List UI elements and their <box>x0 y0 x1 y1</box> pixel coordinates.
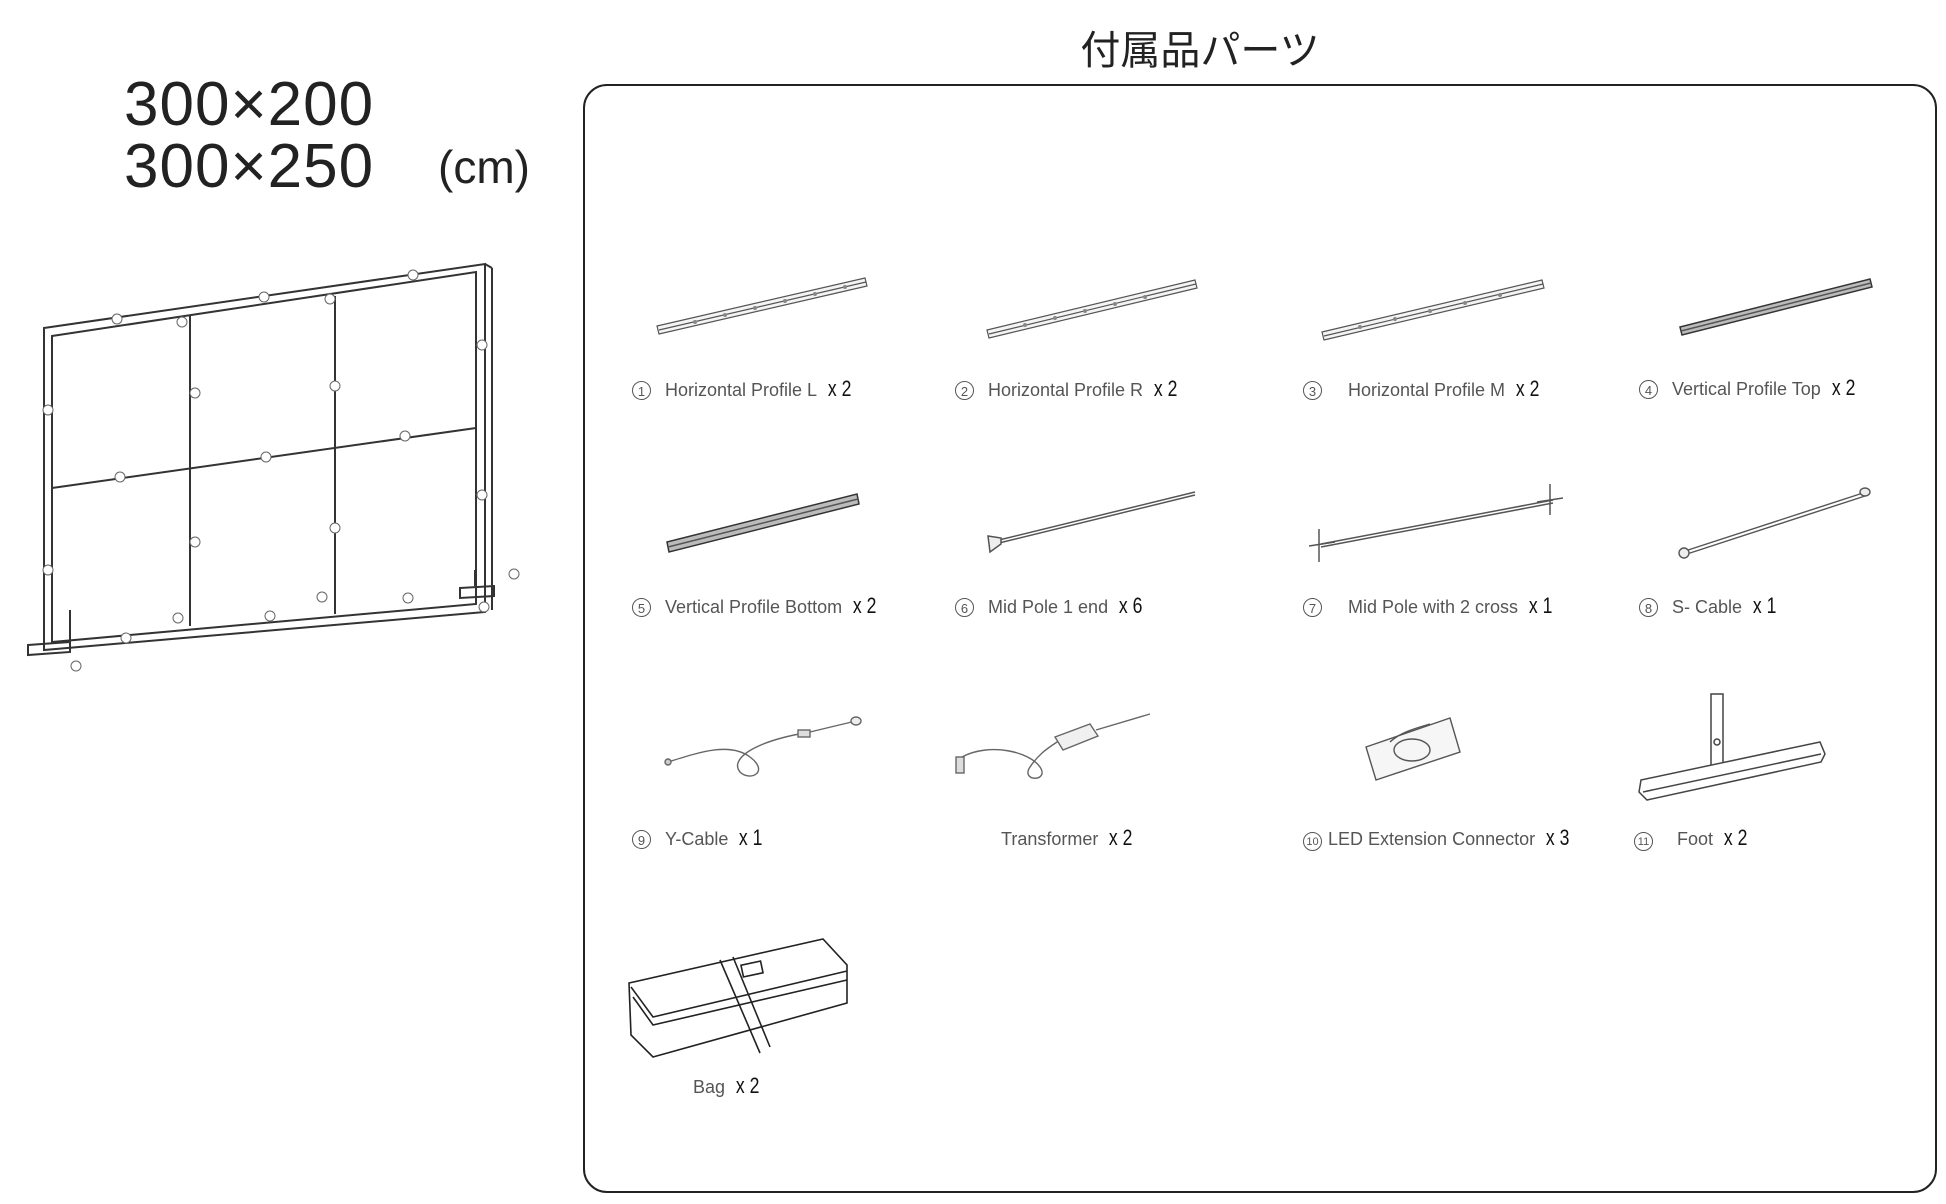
part-name: S- Cable <box>1672 597 1743 617</box>
part-name: Horizontal Profile R <box>988 380 1144 400</box>
horizontal-profile-r-image <box>986 279 1198 339</box>
mid-pole-2-cross-image <box>1308 484 1564 562</box>
part-label-4: 4 Vertical Profile Top x 2 <box>1639 375 1858 401</box>
part-name: Horizontal Profile M <box>1348 380 1506 400</box>
part-label-9: 9 Y-Cable x 1 <box>632 825 766 851</box>
part-label-5: 5 Vertical Profile Bottom x 2 <box>632 593 879 619</box>
size-300x200: 300×200 <box>124 70 375 139</box>
part-qty: x 2 <box>853 593 877 618</box>
part-label-7: 7 Mid Pole with 2 cross x 1 <box>1303 593 1555 619</box>
part-qty: x 2 <box>1723 825 1748 850</box>
part-number-3: 3 <box>1303 381 1322 400</box>
part-label-bag: Bag x 2 <box>693 1073 762 1099</box>
part-number-2: 2 <box>955 381 974 400</box>
part-name: Vertical Profile Top <box>1672 379 1821 399</box>
foot-image <box>1638 693 1826 801</box>
part-label-6: 6 Mid Pole 1 end x 6 <box>955 593 1145 619</box>
s-cable-image <box>1678 487 1871 559</box>
vertical-profile-bottom-image <box>666 493 860 553</box>
part-number-9: 9 <box>632 830 651 849</box>
assembled-frame-diagram <box>27 262 520 672</box>
part-name: LED Extension Connector <box>1328 829 1536 849</box>
part-label-2: 2 Horizontal Profile R x 2 <box>955 376 1180 402</box>
part-number-10: 10 <box>1303 832 1322 851</box>
part-label-transformer: Transformer x 2 <box>1001 825 1136 851</box>
part-number-5: 5 <box>632 598 651 617</box>
horizontal-profile-m-image <box>1321 279 1545 341</box>
page-title: 付属品パーツ <box>1080 29 1320 73</box>
part-number-8: 8 <box>1639 598 1658 617</box>
vertical-profile-top-image <box>1679 278 1873 336</box>
part-label-3: 3 Horizontal Profile M x 2 <box>1303 376 1542 402</box>
part-name: Y-Cable <box>665 829 729 849</box>
part-number-6: 6 <box>955 598 974 617</box>
part-name: Foot <box>1677 829 1714 849</box>
accessory-parts-panel <box>583 84 1937 1193</box>
bag-image <box>628 938 848 1058</box>
part-name: Mid Pole 1 end <box>988 597 1109 617</box>
part-name: Bag <box>693 1077 726 1097</box>
part-qty: x 1 <box>1752 593 1777 618</box>
part-label-11: 11 Foot x 2 <box>1634 825 1750 851</box>
part-number-4: 4 <box>1639 380 1658 399</box>
part-label-8: 8 S- Cable x 1 <box>1639 593 1779 619</box>
part-number-1: 1 <box>632 381 651 400</box>
transformer-image <box>955 713 1151 779</box>
part-qty: x 3 <box>1546 825 1570 850</box>
part-qty: x 6 <box>1119 593 1143 618</box>
part-number-11: 11 <box>1634 832 1653 851</box>
part-number-7: 7 <box>1303 598 1322 617</box>
size-300x250: 300×250 <box>124 132 375 201</box>
part-name: Horizontal Profile L <box>665 380 818 400</box>
led-extension-connector-image <box>1365 717 1461 781</box>
y-cable-image <box>664 716 862 777</box>
part-label-1: 1 Horizontal Profile L x 2 <box>632 376 854 402</box>
part-qty: x 2 <box>828 376 852 401</box>
part-qty: x 2 <box>1109 825 1133 850</box>
mid-pole-1-end-image <box>987 491 1196 554</box>
part-qty: x 1 <box>739 825 763 850</box>
part-name: Vertical Profile Bottom <box>665 597 843 617</box>
part-qty: x 1 <box>1528 593 1553 618</box>
part-qty: x 2 <box>735 1073 760 1098</box>
unit-label: (cm) <box>438 141 530 193</box>
part-qty: x 2 <box>1515 376 1540 401</box>
part-name: Mid Pole with 2 cross <box>1348 597 1519 617</box>
part-label-10: 10 LED Extension Connector x 3 <box>1303 825 1572 851</box>
horizontal-profile-l-image <box>656 277 868 335</box>
part-qty: x 2 <box>1153 376 1178 401</box>
part-name: Transformer <box>1001 829 1099 849</box>
part-qty: x 2 <box>1831 375 1856 400</box>
